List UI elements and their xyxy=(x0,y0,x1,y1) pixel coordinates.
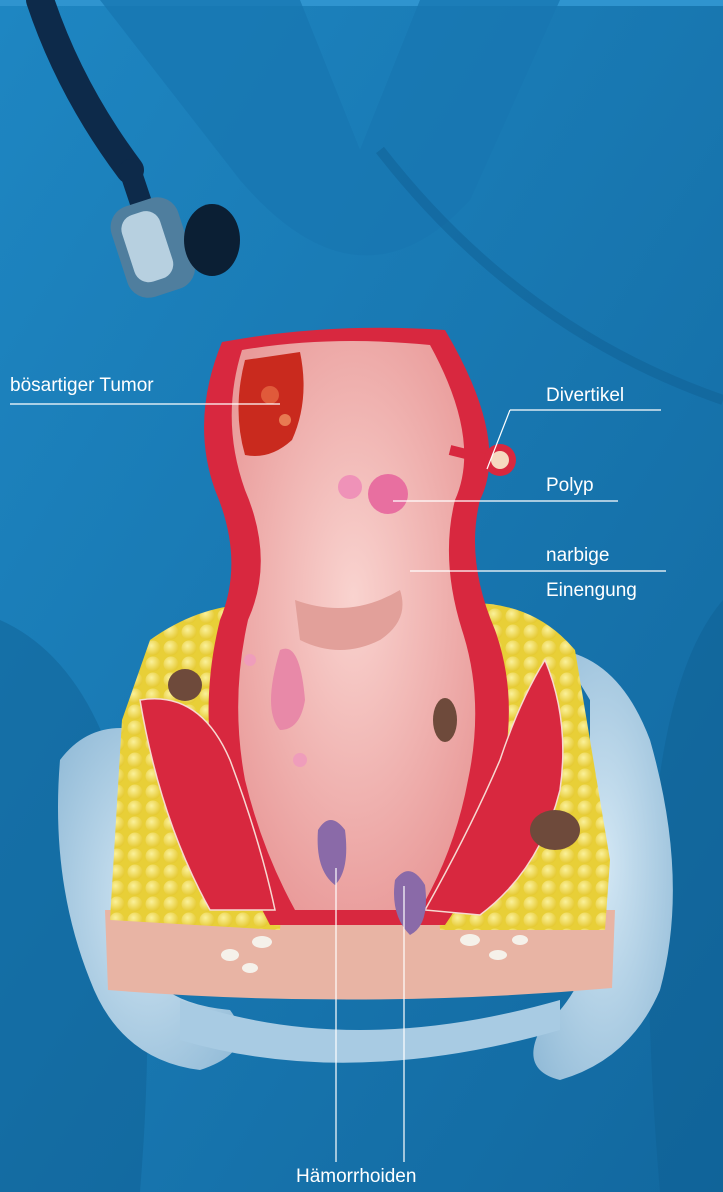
label-stricture-line1: narbige xyxy=(546,545,609,567)
label-stricture-line2: Einengung xyxy=(546,580,637,602)
label-polyp: Polyp xyxy=(546,475,594,497)
label-divertikel: Divertikel xyxy=(546,385,624,407)
label-tumor: bösartiger Tumor xyxy=(10,375,154,397)
label-hemorrhoids: Hämorrhoiden xyxy=(296,1166,416,1188)
polyp xyxy=(368,474,408,514)
